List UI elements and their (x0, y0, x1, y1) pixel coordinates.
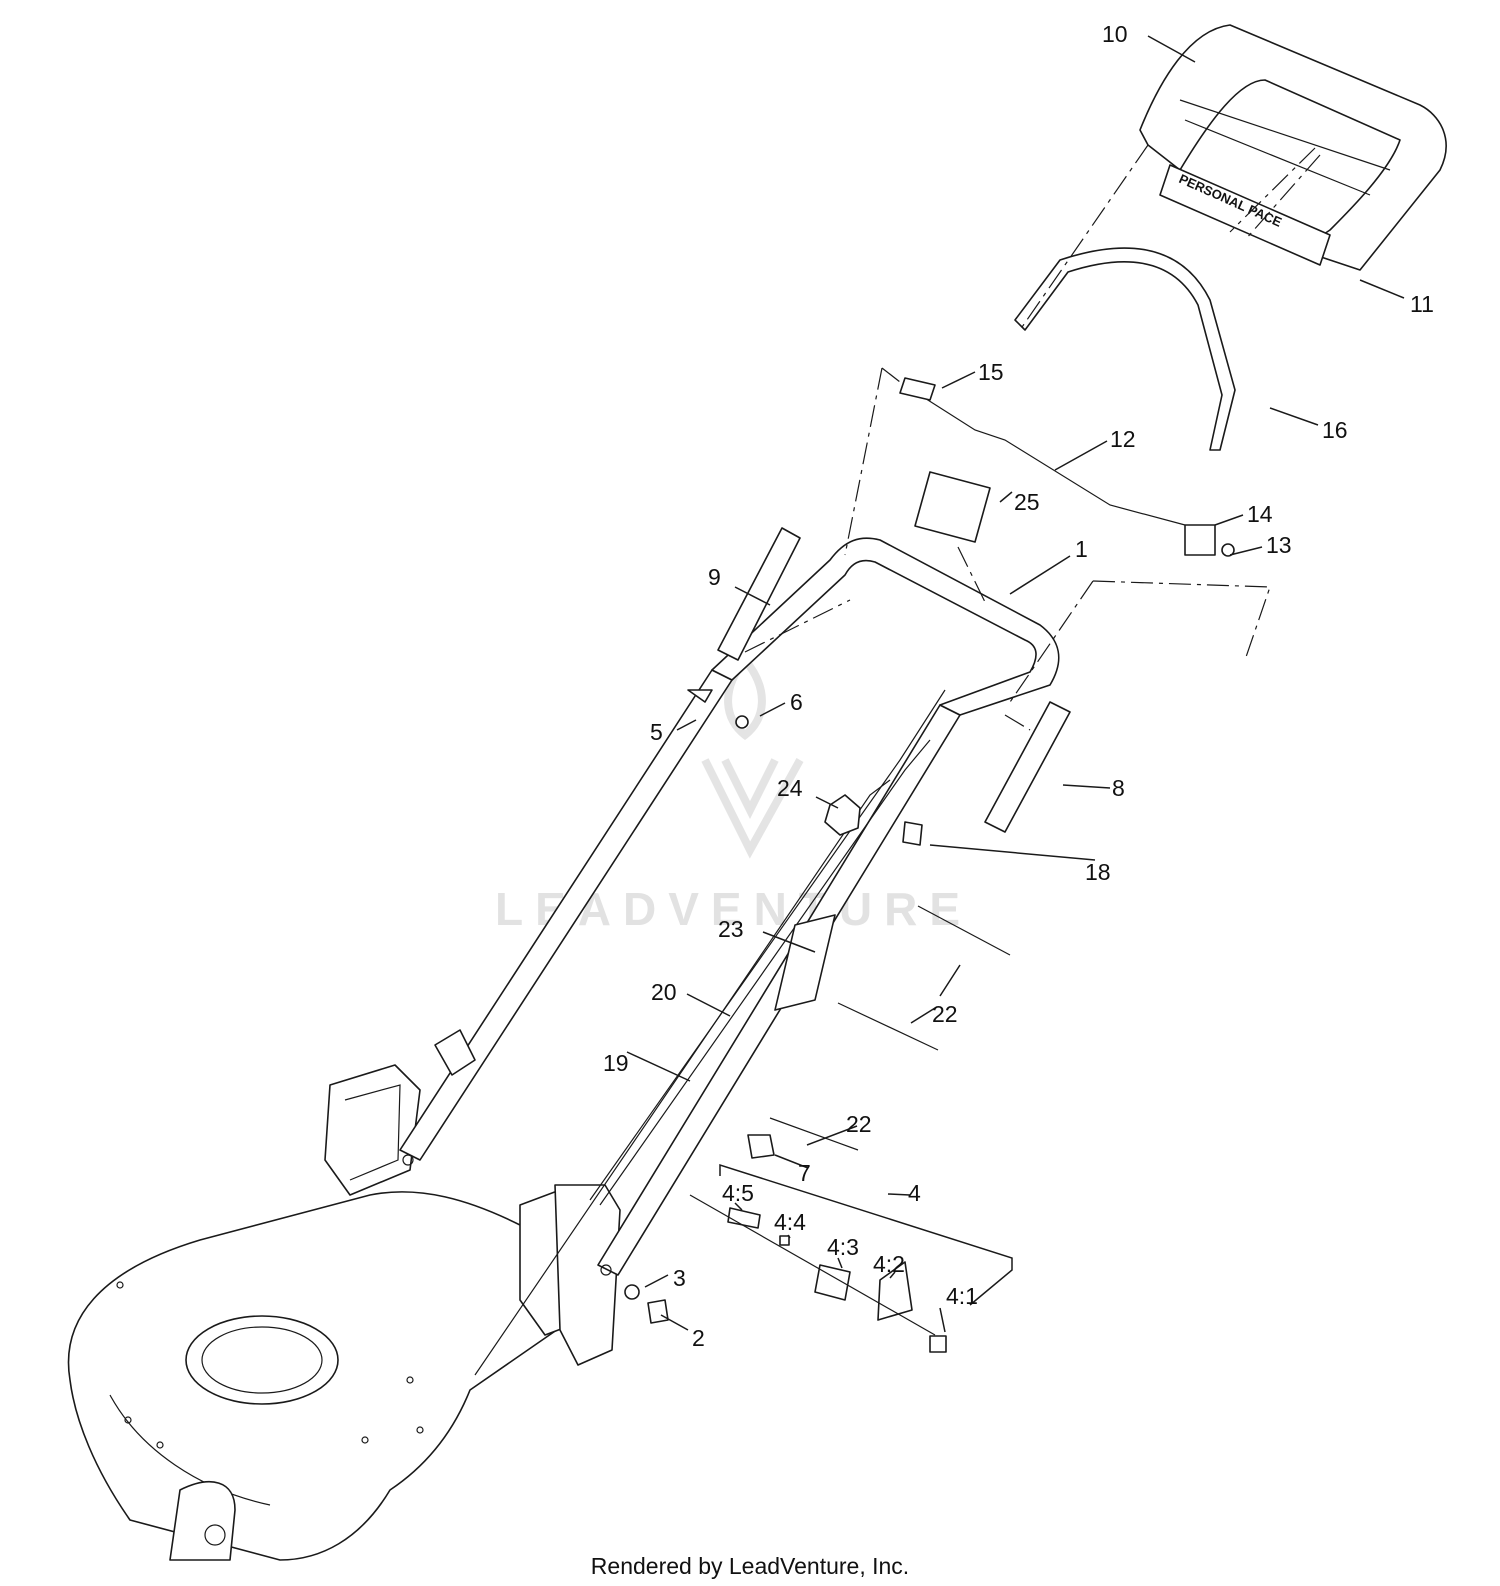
knob-4-5 (727, 1207, 761, 1229)
callout-20: 20 (651, 979, 677, 1005)
callout-15: 15 (978, 359, 1004, 385)
callout-4: 4 (908, 1180, 921, 1206)
callout-9: 9 (708, 564, 721, 590)
callout-11: 11 (1410, 291, 1434, 317)
leader-lines (626, 35, 1405, 1333)
callout-24: 24 (777, 775, 803, 801)
cover-23 (774, 914, 836, 1011)
knob-4-1 (929, 1335, 947, 1353)
callout-22b: 22 (846, 1111, 872, 1137)
tie-22-lower (769, 1117, 859, 1151)
knob-24 (824, 794, 861, 836)
bail-16 (1014, 247, 1236, 451)
callout-4-4: 4:4 (774, 1209, 806, 1235)
grip-8 (984, 701, 1071, 833)
sleeve-25 (914, 471, 991, 543)
lower-handle (399, 669, 961, 1276)
callouts: 10 11 15 16 12 25 14 13 1 9 6 5 24 8 18 … (603, 21, 1434, 1351)
callout-4-5: 4:5 (722, 1180, 754, 1206)
nut-6 (735, 715, 749, 729)
tie-22-middle (837, 1002, 939, 1051)
cable-19 (474, 779, 891, 1376)
washer-13 (1221, 543, 1235, 557)
upper-handle (711, 537, 1060, 716)
callout-23: 23 (718, 916, 744, 942)
callout-1: 1 (1075, 536, 1088, 562)
grip-9 (717, 527, 801, 661)
callout-4-2: 4:2 (873, 1251, 905, 1277)
tie-22-upper (917, 905, 1011, 956)
callout-3: 3 (673, 1265, 686, 1291)
callout-4-3: 4:3 (827, 1234, 859, 1260)
knob-4-axis (689, 1194, 936, 1336)
watermark-v-icon (701, 758, 804, 859)
watermark-flame-icon (724, 653, 766, 741)
callout-2: 2 (692, 1325, 705, 1351)
phantom-lines (744, 144, 1321, 731)
rod-12 (919, 394, 1186, 526)
callout-5: 5 (650, 719, 663, 745)
callout-10: 10 (1102, 21, 1128, 47)
mower-deck (67, 1064, 621, 1561)
washer-3 (624, 1284, 640, 1300)
control-bar-top: PERSONAL PACE (1139, 24, 1447, 271)
spring-15 (899, 377, 936, 401)
callout-25: 25 (1014, 489, 1040, 515)
knob-4-2 (877, 1261, 913, 1321)
callout-18: 18 (1085, 859, 1111, 885)
callout-4-1: 4:1 (946, 1283, 978, 1309)
footer-credit: Rendered by LeadVenture, Inc. (590, 1553, 910, 1579)
bolt-2 (647, 1299, 669, 1324)
cable-20 (589, 689, 946, 1201)
callout-8: 8 (1112, 775, 1125, 801)
callout-19: 19 (603, 1050, 629, 1076)
callout-13: 13 (1266, 532, 1292, 558)
callout-22a: 22 (932, 1001, 958, 1027)
clip-5 (687, 689, 713, 703)
bushing-14 (1184, 524, 1216, 556)
callout-7: 7 (798, 1160, 811, 1186)
knob-7 (747, 1134, 775, 1159)
callout-16: 16 (1322, 417, 1348, 443)
callout-6: 6 (790, 689, 803, 715)
callout-14: 14 (1247, 501, 1273, 527)
knob-4-4 (779, 1235, 790, 1246)
knob-4-3 (814, 1264, 851, 1301)
cable-20b (599, 739, 931, 1206)
callout-12: 12 (1110, 426, 1136, 452)
bracket-18 (902, 821, 923, 846)
